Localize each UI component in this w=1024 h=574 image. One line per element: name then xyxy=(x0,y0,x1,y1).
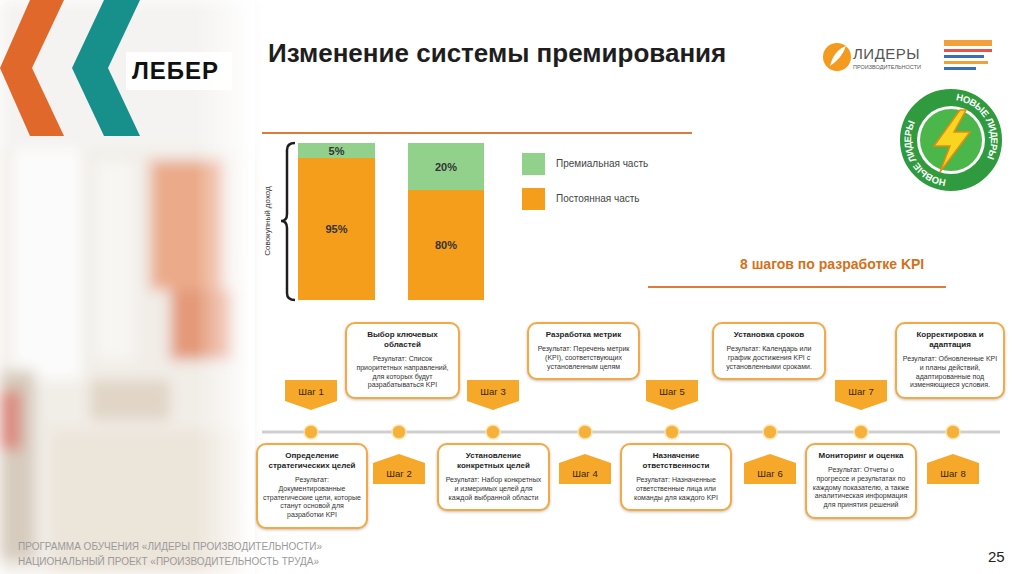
page-number: 25 xyxy=(988,548,1005,565)
brand-name: ЛИДЕРЫ xyxy=(853,45,920,62)
step-marker-outline xyxy=(744,454,796,484)
step-label: Шаг 1 xyxy=(298,386,323,397)
step-label: Шаг 2 xyxy=(386,468,411,479)
bar-segment: 80% xyxy=(408,190,484,300)
step-result: Результат: Документированные стратегичес… xyxy=(263,476,361,520)
step-marker: Шаг 3 xyxy=(467,380,519,410)
step-marker: Шаг 7 xyxy=(835,380,887,410)
step-marker: Шаг 4 xyxy=(559,454,611,484)
step-result: Результат: Календарь или график достижен… xyxy=(719,345,819,371)
step-marker: Шаг 2 xyxy=(373,454,425,484)
step-title: Определение стратегических целей xyxy=(263,451,361,471)
heading-rule xyxy=(648,286,946,288)
company-logo: ЛЕБЕР xyxy=(132,57,219,85)
national-project-logo xyxy=(944,40,992,70)
step-box: Корректировка и адаптацияРезультат: Обно… xyxy=(895,322,1005,399)
section-heading: 8 шагов по разработке KPI xyxy=(740,256,924,272)
step-marker: Шаг 6 xyxy=(744,454,796,484)
bar-value: 95% xyxy=(325,223,347,235)
brand-subtitle: ПРОИЗВОДИТЕЛЬНОСТИ xyxy=(853,64,921,70)
brand-icon xyxy=(823,43,851,71)
step-box: Выбор ключевых областейРезультат: Список… xyxy=(345,322,460,399)
step-label: Шаг 8 xyxy=(940,468,965,479)
step-box: Установка сроковРезультат: Календарь или… xyxy=(712,322,826,380)
step-title: Мониторинг и оценка xyxy=(812,451,910,461)
step-title: Установление конкретных целей xyxy=(444,451,543,471)
step-title: Разработка метрик xyxy=(534,330,633,340)
legend-swatch xyxy=(522,153,545,175)
badge-text: НОВЫЕ ЛИДЕРЫ xyxy=(955,91,1000,161)
step-result: Результат: Набор конкретных и измеримых … xyxy=(444,476,543,502)
step-title: Выбор ключевых областей xyxy=(352,330,453,350)
step-result: Результат: Отчеты о прогрессе и результа… xyxy=(812,466,910,510)
legend-text: Постоянная часть xyxy=(556,193,640,204)
footer-text: НАЦИОНАЛЬНЫЙ ПРОЕКТ «ПРОИЗВОДИТЕЛЬНОСТЬ … xyxy=(18,556,319,567)
badge-text-path: НОВЫЕ ЛИДЕРЫ xyxy=(901,119,946,189)
step-box: Назначение ответственностиРезультат: Наз… xyxy=(620,443,732,511)
legend-swatch xyxy=(522,188,545,210)
step-result: Результат: Список приоритетных направлен… xyxy=(352,355,453,390)
step-title: Установка сроков xyxy=(719,330,819,340)
badge-ring-text: НОВЫЕ ЛИДЕРЫНОВЫЕ ЛИДЕРЫ xyxy=(896,85,1006,195)
logo-pad xyxy=(126,52,232,90)
badge-text-path: НОВЫЕ ЛИДЕРЫ xyxy=(955,91,1000,161)
step-result: Результат: Обновленные KPI и планы дейст… xyxy=(902,355,998,390)
step-result: Результат: Назначенные ответственные лиц… xyxy=(627,476,725,502)
bar-segment: 5% xyxy=(298,143,375,158)
step-label: Шаг 4 xyxy=(572,468,597,479)
bar-value: 5% xyxy=(329,145,345,157)
step-title: Корректировка и адаптация xyxy=(902,330,998,350)
step-marker-outline xyxy=(835,380,887,410)
step-marker-outline xyxy=(373,454,425,484)
bar-segment: 95% xyxy=(298,158,375,300)
step-marker-outline xyxy=(467,380,519,410)
new-leaders-badge xyxy=(899,88,1003,192)
orange-chevron xyxy=(0,0,64,136)
step-result: Результат: Перечень метрик (KPI), соотве… xyxy=(534,345,633,371)
axis-title: Совокупный доход xyxy=(263,186,272,256)
step-label: Шаг 5 xyxy=(659,386,684,397)
total-bracket xyxy=(281,143,295,300)
bar-value: 80% xyxy=(435,239,457,251)
bar-value: 20% xyxy=(435,161,457,173)
step-label: Шаг 3 xyxy=(480,386,505,397)
step-label: Шаг 6 xyxy=(757,468,782,479)
chart-rule xyxy=(262,132,692,134)
brand-leaf xyxy=(830,46,846,66)
step-marker-outline xyxy=(927,454,979,484)
step-label: Шаг 7 xyxy=(848,386,873,397)
slide-title: Изменение системы премирования xyxy=(268,38,726,69)
footer-text: ПРОГРАММА ОБУЧЕНИЯ «ЛИДЕРЫ ПРОИЗВОДИТЕЛЬ… xyxy=(18,541,322,552)
step-marker: Шаг 5 xyxy=(646,380,698,410)
step-marker-outline xyxy=(285,380,337,410)
step-box: Разработка метрикРезультат: Перечень мет… xyxy=(527,322,640,380)
legend-text: Премиальная часть xyxy=(556,158,648,169)
step-marker: Шаг 8 xyxy=(927,454,979,484)
timeline-dots xyxy=(304,425,960,439)
step-box: Определение стратегических целейРезульта… xyxy=(256,443,368,529)
badge-text: НОВЫЕ ЛИДЕРЫ xyxy=(901,119,946,189)
step-box: Установление конкретных целейРезультат: … xyxy=(437,443,550,511)
step-marker-outline xyxy=(646,380,698,410)
timeline xyxy=(262,431,1000,434)
step-title: Назначение ответственности xyxy=(627,451,725,471)
step-box: Мониторинг и оценкаРезультат: Отчеты о п… xyxy=(805,443,917,519)
step-marker-outline xyxy=(559,454,611,484)
bar-segment: 20% xyxy=(408,143,484,190)
step-marker: Шаг 1 xyxy=(285,380,337,410)
